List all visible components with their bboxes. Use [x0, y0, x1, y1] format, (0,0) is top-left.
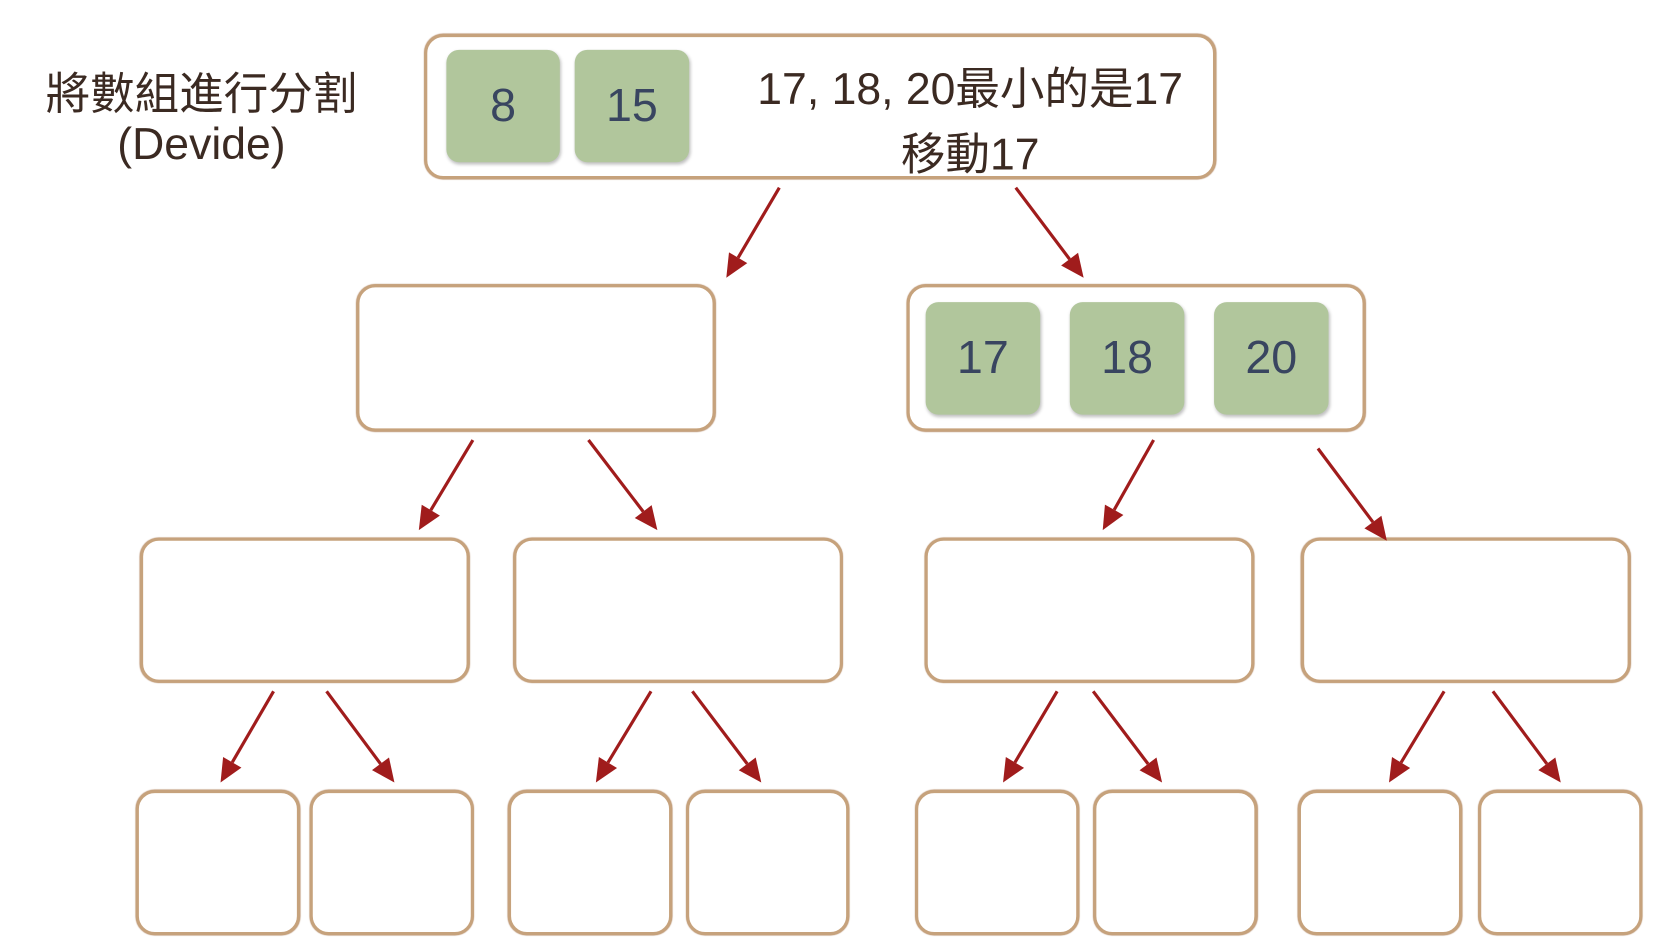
level4-node — [915, 789, 1080, 936]
level3-node — [513, 537, 843, 683]
arrow-icon — [587, 439, 658, 531]
arrow-icon — [691, 690, 762, 783]
level4-node — [507, 789, 673, 936]
arrow-icon — [1091, 690, 1163, 783]
arrow-icon — [220, 690, 275, 783]
arrow-icon — [1014, 186, 1084, 278]
arrow-icon — [1491, 690, 1561, 783]
title-sublabel: (Devide) — [117, 118, 286, 169]
level4-node — [1297, 789, 1463, 936]
root-note-line2: 移動17 — [900, 129, 1040, 180]
arrow-icon — [595, 690, 653, 783]
title-label: 將數組進行分割 — [45, 68, 358, 119]
root-note-line1: 17, 18, 20最小的是17 — [757, 63, 1184, 114]
level3-node — [1300, 537, 1631, 683]
value-cell: 8 — [446, 49, 560, 163]
level3-node — [139, 537, 470, 683]
value-cell: 15 — [574, 49, 690, 163]
level4-node — [686, 789, 850, 936]
arrow-icon — [418, 439, 475, 531]
arrow-icon — [726, 186, 781, 278]
value-cell: 20 — [1214, 302, 1329, 415]
arrow-icon — [1102, 439, 1155, 531]
arrow-icon — [1316, 447, 1387, 541]
level3-node — [924, 537, 1255, 683]
level4-node — [1478, 789, 1643, 936]
arrow-icon — [1003, 690, 1059, 783]
value-cell: 18 — [1069, 302, 1185, 415]
value-cell: 17 — [925, 302, 1041, 415]
level2-left-node — [356, 284, 716, 432]
arrow-icon — [1388, 690, 1446, 783]
level4-node — [1093, 789, 1258, 936]
level4-node — [135, 789, 301, 936]
arrow-icon — [325, 690, 395, 783]
level4-node — [309, 789, 474, 936]
